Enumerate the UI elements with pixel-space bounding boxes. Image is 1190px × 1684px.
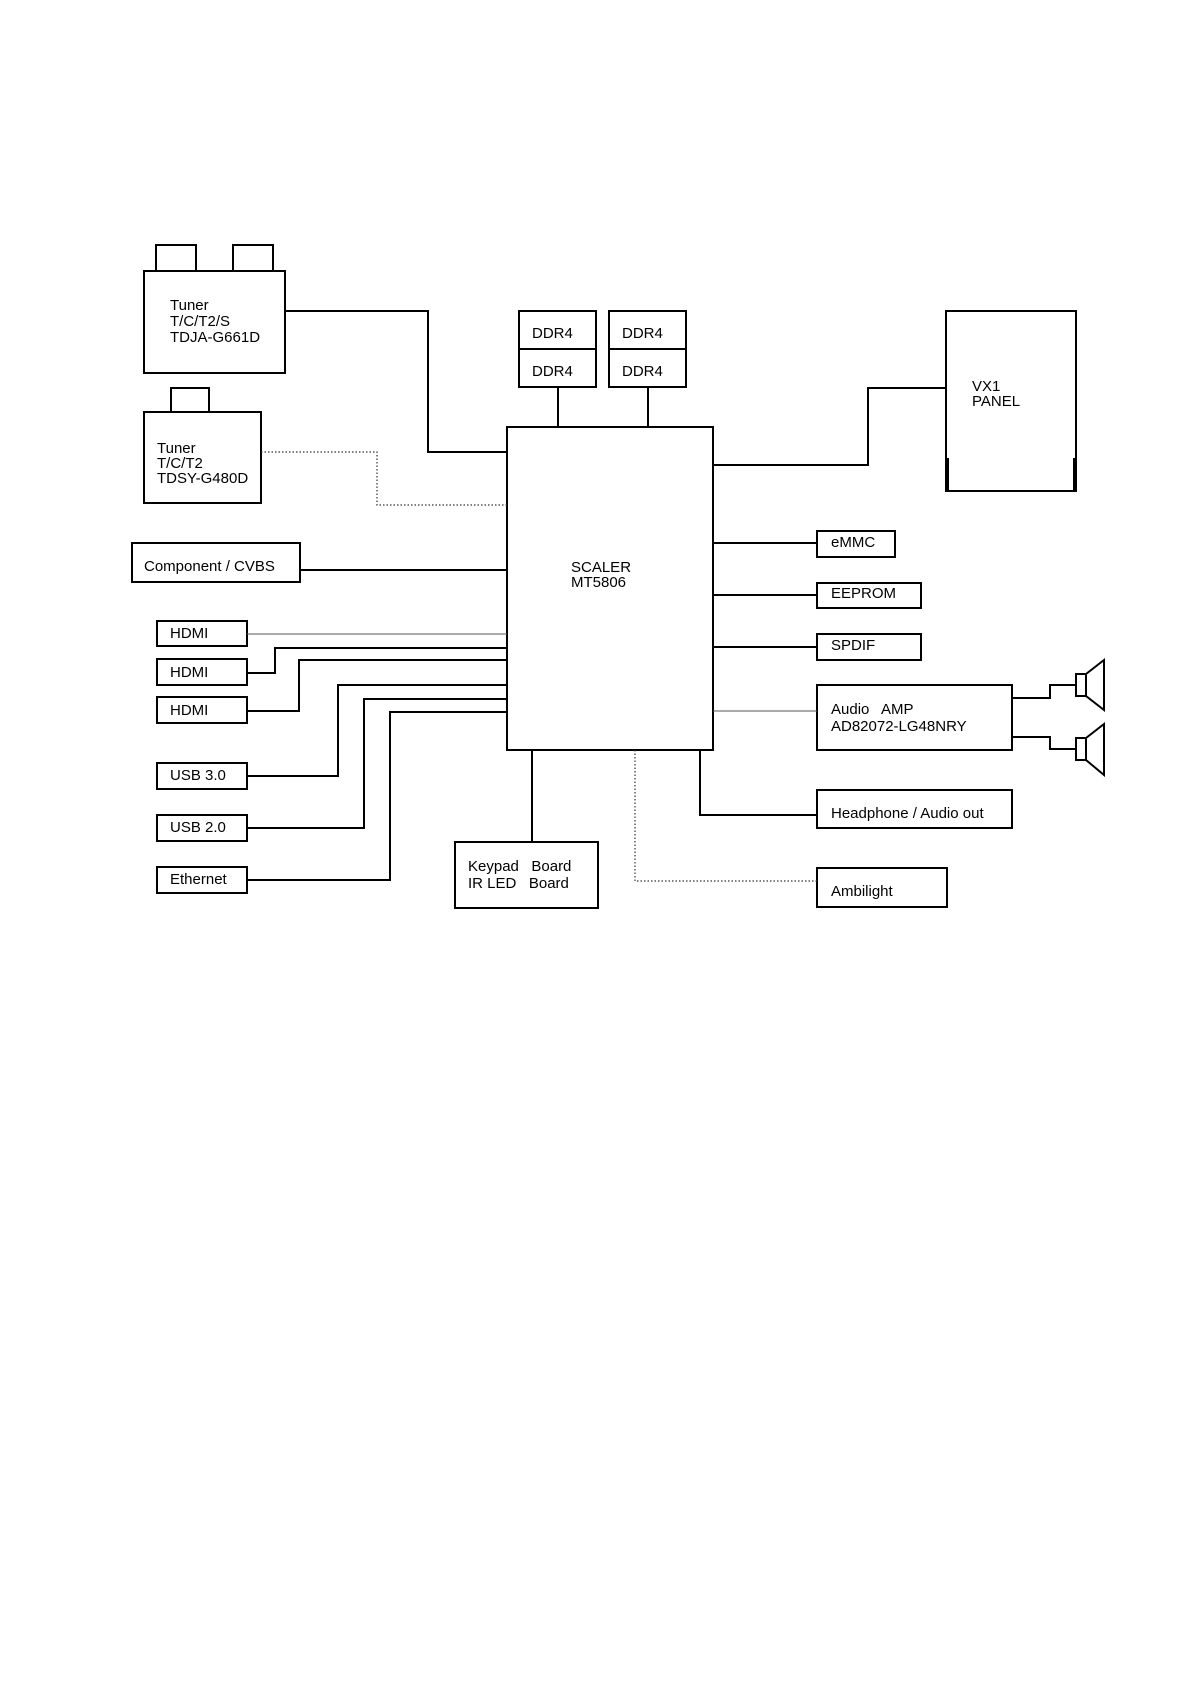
ddr4-2a-label: DDR4 <box>622 325 663 342</box>
keypad-ir-block: Keypad Board IR LED Board <box>455 842 598 908</box>
speaker-1-cone <box>1086 660 1104 710</box>
panel-wire <box>713 388 946 465</box>
hdmi-2-block: HDMI <box>157 659 247 685</box>
tuner-2-wire <box>261 452 507 505</box>
hdmi-3-label: HDMI <box>170 702 208 719</box>
tuner-1-connector-right <box>233 245 273 271</box>
speaker-1-wire <box>1012 685 1076 698</box>
ddr4-1b-label: DDR4 <box>532 363 573 380</box>
ddr4-stack-1: DDR4 DDR4 <box>519 311 596 387</box>
tuner-2-label-3: TDSY-G480D <box>157 470 248 487</box>
speaker-icon <box>1076 724 1104 775</box>
keypad-ir-label-2: IR LED Board <box>468 875 569 892</box>
spdif-block: SPDIF <box>817 634 921 660</box>
tuner-1-connector-left <box>156 245 196 271</box>
scaler-label-2: MT5806 <box>571 574 626 591</box>
audio-amp-label-1: Audio AMP <box>831 701 914 718</box>
ethernet-label: Ethernet <box>170 871 228 888</box>
hdmi-2-label: HDMI <box>170 664 208 681</box>
usb-2-block: USB 2.0 <box>157 815 247 841</box>
ambilight-block: Ambilight <box>817 868 947 907</box>
audio-amp-label-2: AD82072-LG48NRY <box>831 718 967 735</box>
headphone-wire <box>700 750 817 815</box>
tuner-2-block: Tuner T/C/T2 TDSY-G480D <box>144 388 261 503</box>
hdmi-1-block: HDMI <box>157 621 247 646</box>
keypad-ir-label-1: Keypad Board <box>468 858 571 875</box>
eeprom-block: EEPROM <box>817 583 921 608</box>
tuner-2-connector <box>171 388 209 412</box>
component-cvbs-block: Component / CVBS <box>132 543 300 582</box>
usb-3-label: USB 3.0 <box>170 767 226 784</box>
hdmi-1-label: HDMI <box>170 625 208 642</box>
speaker-1-magnet <box>1076 674 1086 696</box>
ethernet-block: Ethernet <box>157 867 247 893</box>
scaler-block: SCALER MT5806 <box>507 427 713 750</box>
headphone-block: Headphone / Audio out <box>817 790 1012 828</box>
emmc-block: eMMC <box>817 531 895 557</box>
tuner-1-label-2: T/C/T2/S <box>170 313 230 330</box>
speaker-2-cone <box>1086 724 1104 775</box>
hdmi-3-block: HDMI <box>157 697 247 723</box>
audio-amp-block: Audio AMP AD82072-LG48NRY <box>817 685 1012 750</box>
emmc-label: eMMC <box>831 534 875 551</box>
usb-3-block: USB 3.0 <box>157 763 247 789</box>
headphone-label: Headphone / Audio out <box>831 805 984 822</box>
usb-2-wire <box>247 699 507 828</box>
usb-2-label: USB 2.0 <box>170 819 226 836</box>
ambilight-label: Ambilight <box>831 883 894 900</box>
spdif-label: SPDIF <box>831 637 875 654</box>
speaker-2-magnet <box>1076 738 1086 760</box>
tuner-1-wire <box>285 311 507 452</box>
speaker-2-wire <box>1012 737 1076 749</box>
tuner-1-label-1: Tuner <box>170 297 209 314</box>
vx1-panel-block: VX1 PANEL <box>946 311 1076 491</box>
ddr4-2b-label: DDR4 <box>622 363 663 380</box>
ddr4-stack-2: DDR4 DDR4 <box>609 311 686 387</box>
tuner-1-block: Tuner T/C/T2/S TDJA-G661D <box>144 245 285 373</box>
vx1-panel-label-2: PANEL <box>972 393 1020 410</box>
speaker-icon <box>1076 660 1104 710</box>
eeprom-label: EEPROM <box>831 585 896 602</box>
tuner-1-label-3: TDJA-G661D <box>170 329 260 346</box>
component-cvbs-label: Component / CVBS <box>144 558 275 575</box>
ddr4-1a-label: DDR4 <box>532 325 573 342</box>
